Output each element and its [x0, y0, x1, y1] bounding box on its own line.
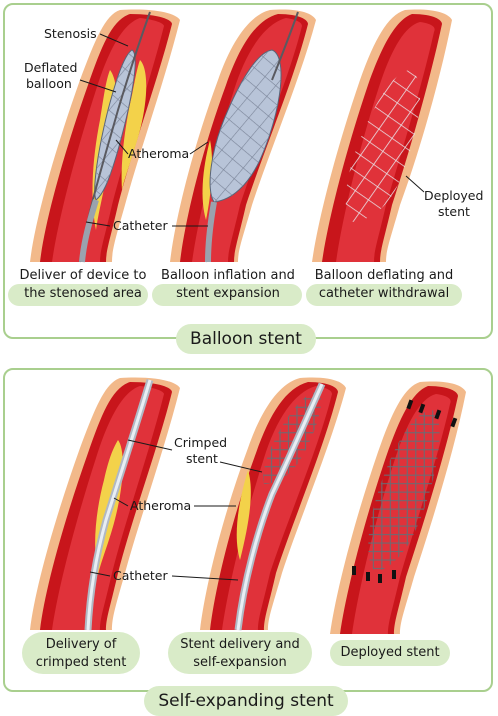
leader-crimped-2: [219, 461, 263, 473]
inflated-balloon: [209, 49, 282, 203]
caption-6-line1: Deployed stent: [340, 645, 440, 660]
leader-catheter-top-1: [85, 221, 111, 227]
leader-crimped-1: [127, 439, 173, 451]
label-crimped-stent-2: stent: [186, 451, 218, 466]
caption-4-line1: Delivery of: [45, 637, 117, 652]
caption-5-line2: self-expansion: [193, 655, 287, 670]
leader-stenosis: [99, 33, 129, 47]
leader-catheter-bottom-1: [89, 571, 111, 577]
deployed-stent-top: [345, 70, 421, 222]
caption-bg-3: [306, 284, 462, 306]
catheter-2: [205, 201, 217, 263]
leader-atheroma-bottom-1: [113, 497, 129, 507]
catheter-1: [79, 199, 99, 263]
label-deflated-balloon-1: Deflated: [24, 60, 77, 75]
caption-6: Deployed stent: [330, 644, 450, 662]
caption-4-line2: crimped stent: [35, 655, 127, 670]
leader-balloon: [79, 79, 117, 93]
label-stenosis: Stenosis: [44, 26, 97, 41]
caption-5: Stent delivery and self-expansion: [168, 636, 312, 672]
caption-5-line1: Stent delivery and: [180, 637, 300, 652]
caption-1: Deliver of device to the stenosed area: [8, 267, 158, 303]
label-atheroma-top: Atheroma: [128, 146, 189, 161]
caption-3-line2: catheter withdrawal: [318, 286, 450, 301]
caption-4: Delivery of crimped stent: [22, 636, 140, 672]
self-expanding-stent-title: Self-expanding stent: [144, 686, 348, 716]
label-crimped-stent-1: Crimped: [174, 435, 227, 450]
caption-2: Balloon inflation and stent expansion: [152, 267, 304, 303]
leader-atheroma-top-2: [189, 141, 209, 155]
caption-2-line1: Balloon inflation and: [161, 268, 295, 283]
label-deflated-balloon-2: balloon: [26, 76, 72, 91]
vessel-5: [200, 377, 346, 630]
caption-bg-2: [152, 284, 302, 306]
caption-1-line2: the stenosed area: [24, 286, 142, 301]
label-deployed-stent-1: Deployed: [424, 188, 483, 203]
label-atheroma-bottom: Atheroma: [130, 498, 191, 513]
caption-bg-6: [330, 640, 450, 666]
deployed-stent-bottom: [352, 399, 458, 583]
caption-bg-5: [168, 632, 312, 674]
leader-deployed-stent: [405, 175, 425, 193]
caption-bg-4: [22, 632, 140, 674]
label-deployed-stent-2: stent: [438, 204, 470, 219]
caption-3: Balloon deflating and catheter withdrawa…: [306, 267, 462, 303]
label-catheter-top: Catheter: [113, 218, 168, 233]
leader-catheter-bottom-2: [171, 575, 239, 581]
leader-atheroma-top-1: [115, 139, 129, 155]
label-catheter-bottom: Catheter: [113, 568, 168, 583]
balloon-stent-title: Balloon stent: [176, 324, 316, 354]
caption-1-line1: Deliver of device to: [19, 268, 147, 283]
caption-2-line2: stent expansion: [176, 286, 280, 301]
caption-bg-1: [8, 284, 148, 306]
caption-3-line1: Balloon deflating and: [314, 268, 454, 283]
